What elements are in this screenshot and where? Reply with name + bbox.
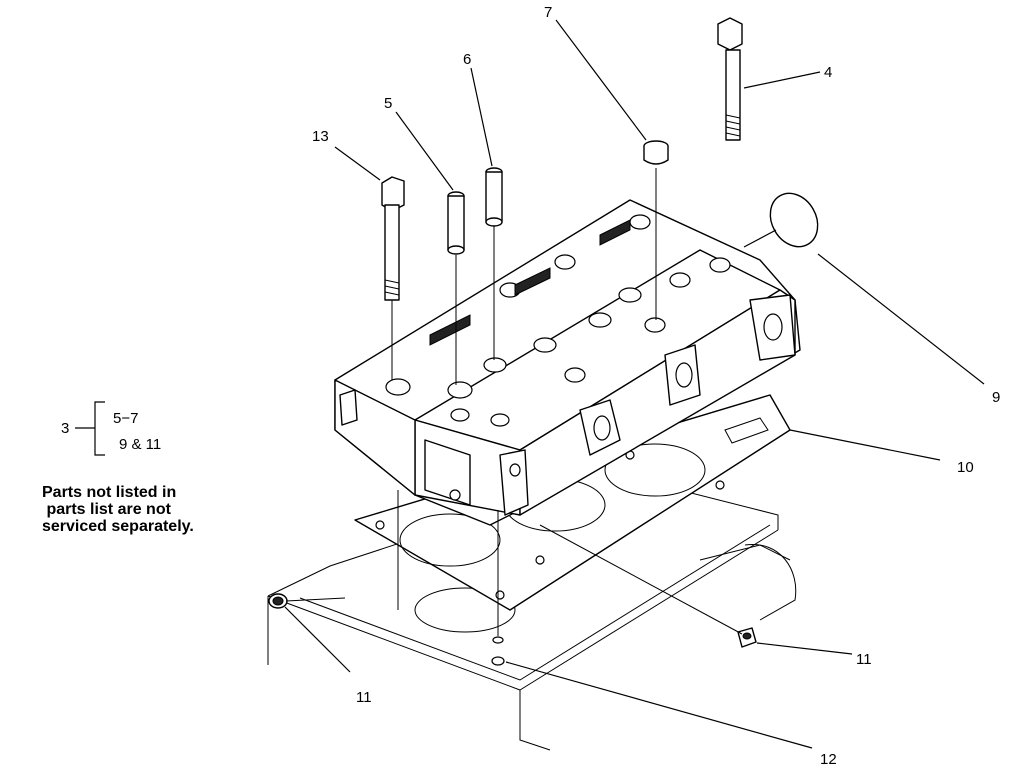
callout-11-right: 11: [856, 651, 872, 668]
group-parent-number: 3: [61, 420, 70, 437]
callout-9: 9: [992, 389, 1000, 406]
parts-note-line-1: Parts not listed in: [42, 484, 177, 501]
dowel-pin-6: [485, 167, 503, 227]
callout-4: 4: [824, 64, 832, 81]
callout-12: 12: [820, 751, 837, 768]
head-bolt-13: [381, 176, 405, 301]
cap-7: [643, 140, 669, 165]
callout-6: 6: [463, 51, 471, 68]
parts-note: Parts not listed in parts list are not s…: [42, 484, 194, 535]
callout-13: 13: [312, 128, 329, 145]
parts-note-line-3: serviced separately.: [42, 518, 194, 535]
plug-9: [743, 192, 819, 248]
callout-5: 5: [384, 95, 392, 112]
bolt-4: [717, 17, 743, 141]
dowel-pin-5: [447, 191, 465, 255]
callout-10: 10: [957, 459, 974, 476]
assembly-lines: [285, 168, 743, 636]
parts-note-line-2: parts list are not: [42, 501, 171, 518]
leader-lines: [284, 19, 985, 749]
plug-11-left: [268, 593, 288, 609]
callout-11-left: 11: [356, 689, 372, 706]
group-line-2: 9 & 11: [119, 436, 162, 453]
plug-11-right: [737, 627, 757, 648]
cylinder-head: [334, 199, 801, 526]
callout-7: 7: [544, 4, 552, 21]
washer-12: [491, 636, 505, 666]
group-line-1: 5−7: [113, 410, 139, 427]
group-bracket: [75, 401, 105, 456]
